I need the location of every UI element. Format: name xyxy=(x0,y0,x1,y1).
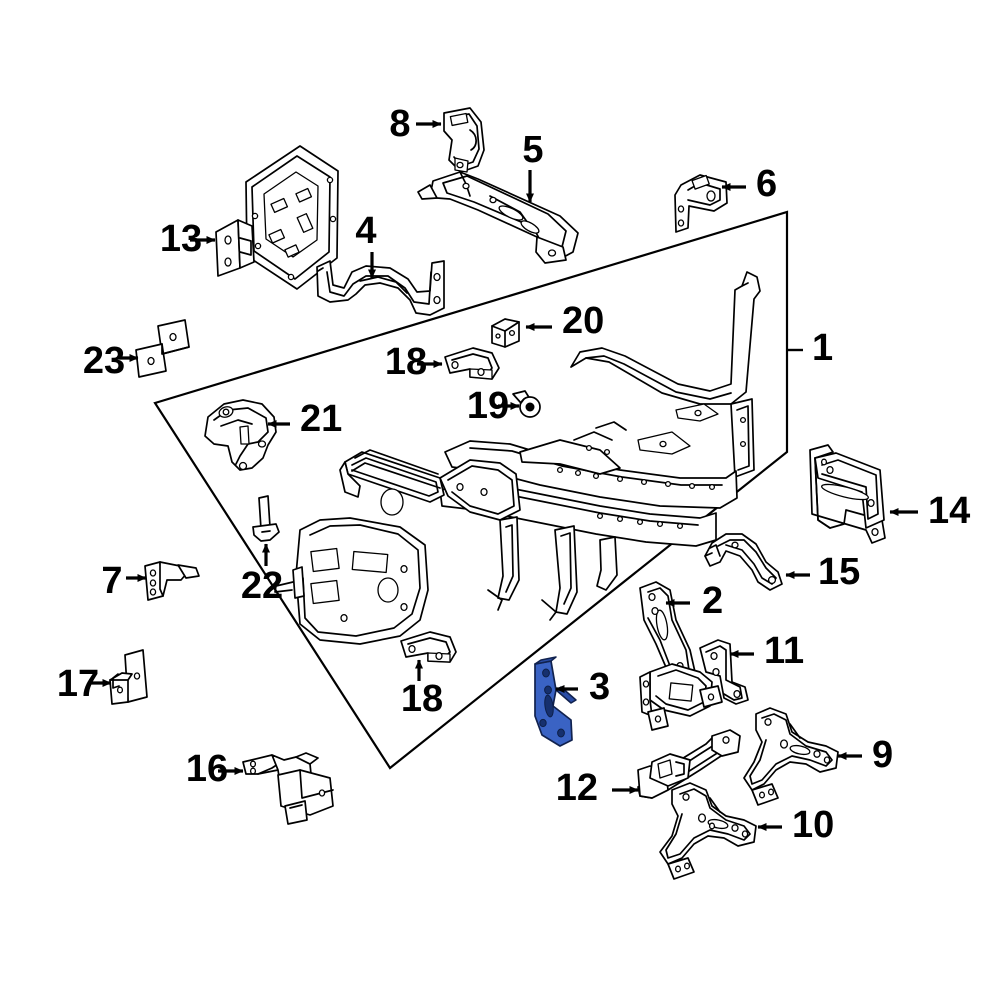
callout-label-12[interactable]: 12 xyxy=(556,767,598,809)
callout-label-23[interactable]: 23 xyxy=(83,340,125,382)
main-instrument-panel-structure xyxy=(274,271,761,645)
callout-label-9[interactable]: 9 xyxy=(872,734,893,776)
part-10-column-support-left xyxy=(659,782,757,880)
callout-label-21[interactable]: 21 xyxy=(300,398,342,440)
part-11-multiplate-bracket xyxy=(639,639,749,731)
callout-label-11[interactable]: 11 xyxy=(764,630,804,672)
callout-label-16[interactable]: 16 xyxy=(186,748,228,790)
callout-label-6[interactable]: 6 xyxy=(756,163,777,205)
part-4-center-brace xyxy=(316,260,445,316)
callout-leaders xyxy=(88,120,918,831)
callout-label-3[interactable]: 3 xyxy=(589,666,610,708)
callout-label-22[interactable]: 22 xyxy=(241,565,283,607)
callout-label-8[interactable]: 8 xyxy=(389,103,410,145)
part-15-curved-strap xyxy=(704,533,783,591)
part-18-clip-upper xyxy=(444,347,500,380)
callout-label-18-upper[interactable]: 18 xyxy=(385,341,427,383)
callout-label-17[interactable]: 17 xyxy=(57,663,99,705)
part-16-relay-bracket xyxy=(242,752,334,825)
callout-label-1[interactable]: 1 xyxy=(812,327,833,369)
part-8-hook-bracket xyxy=(443,107,485,173)
part-12-rail-bracket xyxy=(637,729,741,799)
callout-label-5[interactable]: 5 xyxy=(522,129,543,171)
callout-numbers: 1 2 3 4 5 6 7 8 9 10 11 12 13 14 15 16 1… xyxy=(57,103,970,846)
part-14-channel-bracket xyxy=(809,444,886,544)
callout-label-20[interactable]: 20 xyxy=(562,300,604,342)
callout-label-2[interactable]: 2 xyxy=(702,580,723,622)
part-5-upper-crossmember xyxy=(417,171,579,264)
part-17-corner-bracket xyxy=(109,649,148,705)
part-21-cast-bracket xyxy=(204,399,277,471)
callout-label-7[interactable]: 7 xyxy=(101,560,122,602)
part-3-highlighted-bracket xyxy=(534,656,577,747)
callout-label-18-lower[interactable]: 18 xyxy=(401,678,443,720)
part-6-angle-bracket xyxy=(674,174,728,233)
part-9-column-support-right xyxy=(743,707,839,806)
part-23-plate-clip xyxy=(135,319,190,378)
callout-label-13[interactable]: 13 xyxy=(160,218,202,260)
callout-label-19[interactable]: 19 xyxy=(467,385,509,427)
part-22-push-pin xyxy=(252,495,280,542)
part-7-flange-bracket xyxy=(144,561,200,601)
callout-label-15[interactable]: 15 xyxy=(818,551,860,593)
callout-label-14[interactable]: 14 xyxy=(928,490,970,532)
part-19-flange-bolt xyxy=(512,390,541,418)
callout-label-10[interactable]: 10 xyxy=(792,804,834,846)
part-2-side-bracket xyxy=(639,581,696,681)
callout-label-4[interactable]: 4 xyxy=(355,210,376,252)
assembly-group-boundary xyxy=(153,210,789,770)
part-18-clip-lower xyxy=(400,631,457,663)
part-13-electronics-panel xyxy=(215,145,339,290)
part-20-nut-clip xyxy=(491,318,520,348)
